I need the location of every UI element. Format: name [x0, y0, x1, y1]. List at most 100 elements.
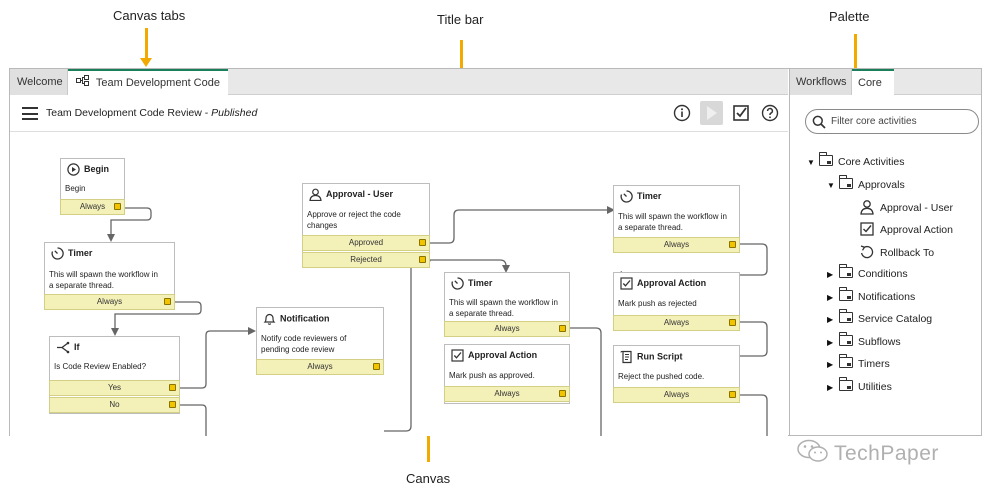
expand-triangle-down-icon[interactable]: ▼: [827, 181, 835, 190]
node-run-script-condition-always[interactable]: Always: [613, 387, 740, 403]
node-if-condition-no[interactable]: No: [49, 397, 180, 413]
connector-port[interactable]: [729, 241, 736, 248]
connector-lines: [107, 206, 768, 436]
connector-port[interactable]: [559, 325, 566, 332]
tree-item-approval-action[interactable]: Approval Action: [859, 221, 953, 237]
timer-icon: [451, 277, 464, 290]
workflow-canvas[interactable]: Begin Begin Always Timer This will spawn…: [10, 133, 788, 436]
filter-placeholder: Filter core activities: [831, 116, 917, 127]
node-if-title: If: [56, 341, 80, 354]
validate-checkbox-icon[interactable]: [732, 104, 752, 124]
node-approval-action-1-desc: Mark push as approved.: [449, 371, 535, 380]
palette-panel: Workflows Core Filter core activities ▼C…: [789, 69, 981, 435]
connector-port[interactable]: [169, 384, 176, 391]
tab-workflows[interactable]: Workflows: [790, 69, 852, 95]
node-approval-user-condition-approved[interactable]: Approved: [302, 235, 430, 251]
expand-triangle-down-icon[interactable]: ▼: [807, 158, 815, 167]
node-begin-condition-always[interactable]: Always: [60, 199, 125, 215]
tree-item-notifications[interactable]: ▶Notifications: [827, 287, 915, 305]
node-run-script-desc: Reject the pushed code.: [618, 372, 705, 381]
tree-item-core-activities[interactable]: ▼Core Activities: [807, 152, 905, 170]
tree-item-subflows[interactable]: ▶Subflows: [827, 332, 901, 350]
checkbox-icon: [620, 277, 633, 290]
annotation-canvas-tabs: Canvas tabs: [113, 8, 186, 23]
expand-triangle-right-icon[interactable]: ▶: [827, 315, 834, 324]
tree-item-rollback-to[interactable]: Rollback To: [859, 244, 934, 260]
tab-welcome[interactable]: Welcome: [10, 69, 68, 95]
menu-icon[interactable]: [22, 107, 38, 120]
help-icon[interactable]: [761, 104, 781, 124]
tree-item-conditions[interactable]: ▶Conditions: [827, 264, 908, 282]
expand-triangle-right-icon[interactable]: ▶: [827, 270, 834, 279]
node-timer-2-condition-always[interactable]: Always: [444, 321, 570, 337]
connector-port[interactable]: [419, 239, 426, 246]
connector-port[interactable]: [419, 256, 426, 263]
expand-triangle-right-icon[interactable]: ▶: [827, 293, 834, 302]
connector-port[interactable]: [373, 363, 380, 370]
folder-icon: [838, 377, 853, 391]
expand-triangle-right-icon[interactable]: ▶: [827, 338, 834, 347]
node-timer-1-condition-always[interactable]: Always: [44, 294, 175, 310]
watermark: TechPaper: [796, 438, 939, 466]
expand-triangle-right-icon[interactable]: ▶: [827, 383, 834, 392]
folder-icon: [838, 354, 853, 368]
folder-icon: [838, 332, 853, 346]
run-button[interactable]: [700, 101, 723, 125]
tree-item-utilities[interactable]: ▶Utilities: [827, 377, 892, 395]
workflow-title: Team Development Code Review - Published: [46, 107, 257, 119]
expand-triangle-right-icon[interactable]: ▶: [827, 360, 834, 369]
node-if-desc: Is Code Review Enabled?: [54, 362, 147, 371]
node-if-condition-yes[interactable]: Yes: [49, 380, 180, 396]
script-icon: [620, 350, 632, 364]
connector-port[interactable]: [169, 401, 176, 408]
canvas-tab-bar: Welcome Team Development Code R...: [10, 69, 788, 113]
node-notification-condition-always[interactable]: Always: [256, 359, 384, 375]
connector-port[interactable]: [729, 391, 736, 398]
title-bar: Team Development Code Review - Published: [10, 96, 788, 132]
bell-icon: [263, 313, 276, 325]
connector-port[interactable]: [559, 390, 566, 397]
workflow-state: Published: [211, 107, 258, 119]
palette-tab-bar: Workflows Core: [790, 69, 981, 95]
tree-item-approvals[interactable]: ▼Approvals: [827, 175, 905, 193]
search-icon: [812, 115, 826, 129]
tab-team-development-code-review[interactable]: Team Development Code R...: [68, 69, 228, 113]
tree-item-approval-user[interactable]: Approval - User: [859, 199, 953, 215]
node-approval-user[interactable]: Approval - User Approve or reject the co…: [302, 183, 430, 268]
folder-icon: [818, 152, 833, 166]
node-approval-user-condition-rejected[interactable]: Rejected: [302, 252, 430, 268]
node-if[interactable]: If Is Code Review Enabled? Yes No: [49, 336, 180, 414]
connector-port[interactable]: [729, 319, 736, 326]
connector-port[interactable]: [164, 298, 171, 305]
node-approval-action-1[interactable]: Approval Action Mark push as approved. A…: [444, 344, 570, 404]
tree-item-timers[interactable]: ▶Timers: [827, 354, 890, 372]
connector-port[interactable]: [114, 203, 121, 210]
info-icon[interactable]: [673, 104, 693, 124]
folder-icon: [838, 264, 853, 278]
wechat-icon: [797, 439, 828, 462]
tree-item-service-catalog[interactable]: ▶Service Catalog: [827, 309, 932, 327]
node-approval-action-2-title: Approval Action: [620, 277, 706, 290]
node-approval-action-2[interactable]: Approval Action Mark push as rejected Al…: [613, 272, 740, 331]
node-approval-action-1-condition-always[interactable]: Always: [444, 386, 570, 402]
folder-icon: [838, 287, 853, 301]
node-approval-action-2-condition-always[interactable]: Always: [613, 315, 740, 331]
folder-icon: [838, 175, 853, 189]
node-run-script[interactable]: Run Script Reject the pushed code. Alway…: [613, 345, 740, 403]
node-begin[interactable]: Begin Begin Always: [60, 158, 125, 215]
node-timer-3-condition-always[interactable]: Always: [613, 237, 740, 253]
node-run-script-title: Run Script: [620, 350, 683, 364]
node-approval-action-1-title: Approval Action: [451, 349, 537, 362]
tab-core[interactable]: Core: [852, 69, 894, 95]
filter-core-activities-input[interactable]: Filter core activities: [805, 109, 979, 134]
annotation-palette: Palette: [829, 9, 870, 24]
user-icon: [309, 188, 322, 202]
node-begin-title: Begin: [67, 163, 109, 176]
